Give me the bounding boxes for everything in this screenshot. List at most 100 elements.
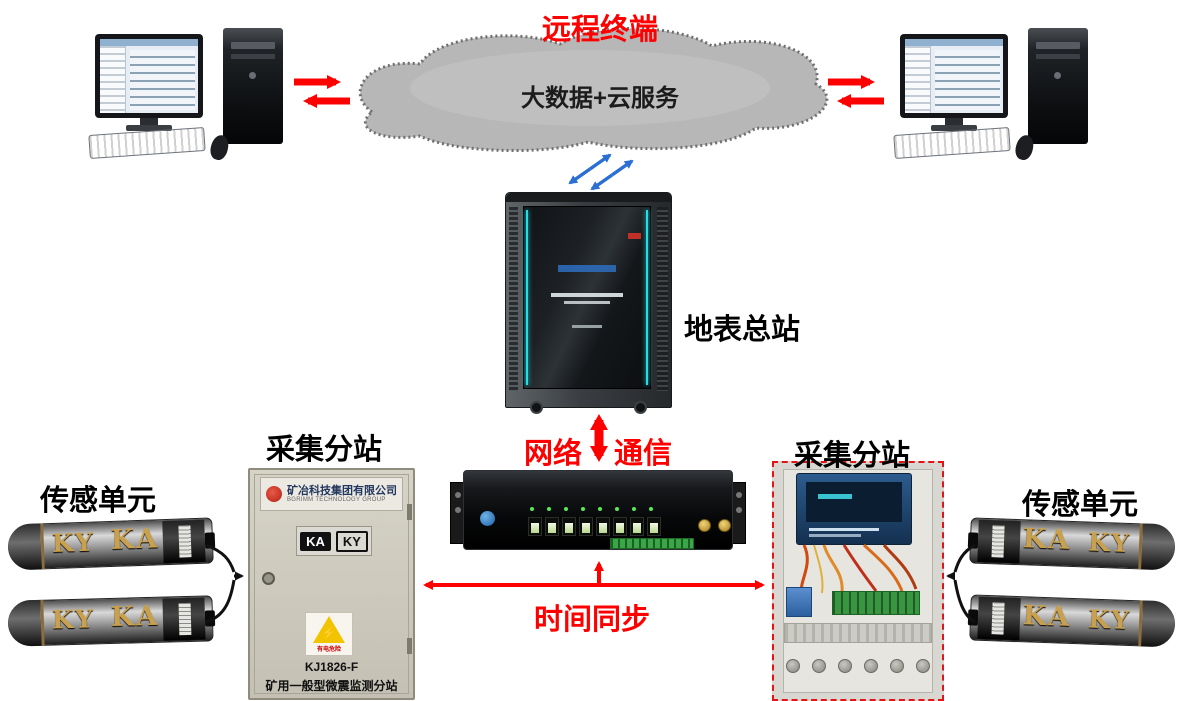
- warning-triangle: [313, 616, 345, 643]
- substation-cabinet-right-open: [772, 461, 944, 701]
- drive-bay: [231, 54, 275, 59]
- model-number: KJ1826-F: [304, 660, 359, 674]
- status-display: [628, 233, 641, 239]
- sensor-label-tag: [991, 525, 1005, 558]
- surface-station-rack: [505, 192, 672, 414]
- substation-left-label: 采集分站: [266, 434, 383, 466]
- cloud-label: 大数据+云服务: [520, 85, 679, 112]
- cable-glands: [786, 659, 930, 673]
- remote-terminal-pc-left: [88, 28, 295, 163]
- waveform-chart: [130, 50, 195, 110]
- remote-terminal-label: 远程终端: [541, 14, 658, 46]
- controller-logo: [818, 494, 852, 499]
- acquisition-controller: [796, 473, 912, 545]
- geophone-sensor: KY KA: [967, 589, 1176, 652]
- cable-connector: [967, 532, 979, 549]
- arrows-cloud-rack: [568, 153, 634, 191]
- company-plate: 矿冶科技集团有限公司 BGRIMM TECHNOLOGY GROUP: [260, 477, 403, 511]
- drive-bay: [231, 42, 275, 49]
- monitor-stand: [140, 118, 158, 126]
- rack-ear: [731, 482, 746, 544]
- fiber-connector: [698, 519, 711, 532]
- ky-mark: KY: [335, 530, 368, 552]
- time-sync-label: 时间同步: [534, 604, 651, 636]
- product-name: 矿用一般型微震监测分站: [265, 679, 398, 693]
- ethernet-port: [596, 517, 610, 536]
- door-hinge: [407, 638, 412, 654]
- ky-engraving: KY: [1087, 527, 1132, 559]
- ethernet-port: [562, 517, 576, 536]
- sensor-label-tag: [178, 602, 192, 636]
- waveform-chart: [935, 50, 1000, 110]
- sensor-nose: [7, 599, 45, 647]
- cable-gland: [812, 659, 826, 673]
- arrows-left-pc-cloud: [294, 75, 350, 108]
- cable-connector: [204, 532, 216, 549]
- green-terminal-block: [832, 591, 920, 615]
- monitor-stand: [945, 118, 963, 126]
- status-leds: [530, 507, 653, 511]
- rack-text-line: [564, 301, 610, 304]
- substation-cabinet-left: 矿冶科技集团有限公司 BGRIMM TECHNOLOGY GROUP KA KY…: [248, 468, 415, 700]
- network-switch: [450, 470, 746, 556]
- wire-duct: [784, 623, 932, 643]
- power-relay: [786, 587, 812, 617]
- cable-gland: [838, 659, 852, 673]
- door-lock: [262, 572, 275, 585]
- certification-plate: KA KY: [296, 526, 372, 556]
- sensor-nose: [7, 523, 45, 571]
- cable-connector: [204, 610, 216, 627]
- geophone-sensor: KY KA: [7, 512, 216, 575]
- sensor-nose: [1138, 523, 1176, 571]
- ka-engraving: KA: [1022, 600, 1073, 633]
- ky-engraving: KY: [1087, 604, 1132, 636]
- cyan-accent-strip: [646, 210, 648, 385]
- terminal-block: [610, 538, 694, 549]
- cable-gland: [916, 659, 930, 673]
- monitor: [900, 34, 1008, 118]
- communication-label: 通信: [614, 438, 673, 470]
- sensor-unit-right-label: 传感单元: [1022, 489, 1139, 521]
- cyan-accent-strip: [526, 210, 528, 385]
- ethernet-port: [579, 517, 593, 536]
- screw: [454, 492, 461, 498]
- monitor-screen: [100, 39, 198, 113]
- controller-text-line: [809, 534, 861, 537]
- cable-gland: [786, 659, 800, 673]
- caster-wheel: [634, 401, 647, 414]
- switch-body: [463, 470, 733, 550]
- ka-engraving: KA: [110, 523, 161, 556]
- cabinet-door-outline: [254, 474, 409, 694]
- monitor-base: [126, 125, 172, 131]
- ethernet-port: [647, 517, 661, 536]
- fiber-connector: [718, 519, 731, 532]
- sensor-label-tag: [178, 525, 192, 558]
- cable-gland: [864, 659, 878, 673]
- ethernet-ports: [528, 517, 661, 536]
- ethernet-port: [613, 517, 627, 536]
- ky-engraving: KY: [51, 527, 96, 559]
- ethernet-port: [630, 517, 644, 536]
- caster-wheel: [530, 401, 543, 414]
- ky-engraving: KY: [51, 604, 96, 635]
- cable-connector: [967, 609, 979, 626]
- monitor: [95, 34, 203, 118]
- company-name-cn: 矿冶科技集团有限公司: [287, 484, 397, 497]
- screw: [735, 492, 742, 498]
- lightning-icon: ⚡: [321, 626, 337, 640]
- ka-engraving: KA: [110, 600, 161, 633]
- sensor-nose: [1138, 600, 1176, 648]
- rack-vent-right: [657, 207, 668, 391]
- screw: [454, 507, 461, 513]
- cable-gland: [890, 659, 904, 673]
- rack-glass-door: [523, 206, 651, 389]
- pc-tower: [1028, 28, 1088, 144]
- drive-bay: [1036, 42, 1080, 49]
- controller-text-line: [809, 528, 879, 531]
- controller-screen: [806, 482, 902, 522]
- substation-right-label: 采集分站: [794, 440, 911, 472]
- rack-text-line: [551, 293, 623, 297]
- ka-mark: KA: [300, 531, 331, 551]
- rack-text-line: [572, 325, 602, 328]
